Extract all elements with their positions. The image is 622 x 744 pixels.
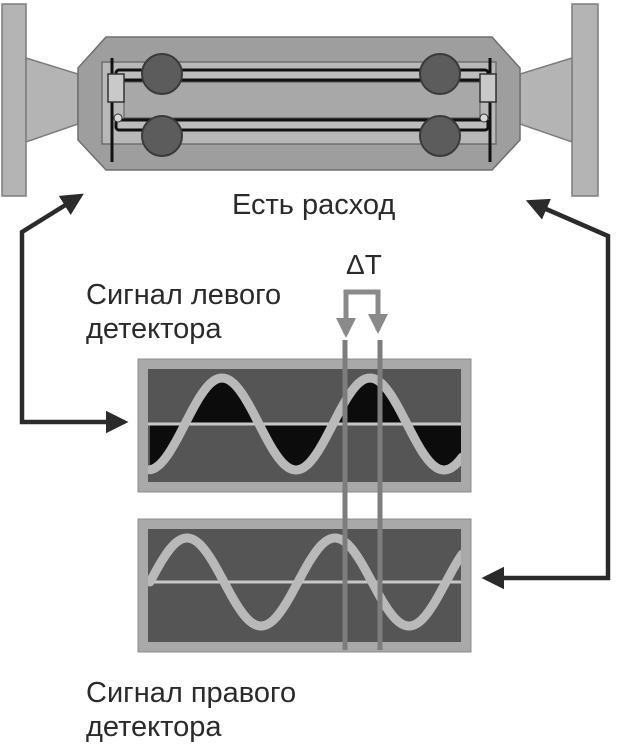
delta-t-label: ΔT <box>346 249 382 280</box>
right-detector-top <box>419 53 461 95</box>
right-signal-label-line2: детектора <box>86 711 222 743</box>
left-detector-bottom <box>141 115 183 157</box>
left-signal-panel <box>137 358 472 493</box>
delta-t-bracket <box>343 289 388 334</box>
left-detector-top <box>141 53 183 95</box>
flow-state-label: Есть расход <box>232 189 396 221</box>
left-connector-arrow <box>19 193 129 434</box>
left-signal-label: Сигнал левого детектора <box>86 278 281 346</box>
right-flange <box>519 3 599 197</box>
left-signal-wave <box>148 373 461 475</box>
left-signal-label-line2: детектора <box>86 313 222 345</box>
left-signal-label-line1: Сигнал левого <box>86 279 282 311</box>
right-signal-wave <box>148 533 461 631</box>
right-signal-label-line1: Сигнал правого <box>86 677 297 709</box>
right-signal-label: Сигнал правого детектора <box>86 676 296 744</box>
right-connector-arrow <box>481 198 611 590</box>
right-signal-panel <box>137 518 472 653</box>
left-flange <box>1 3 79 197</box>
right-detector-bottom <box>419 115 461 157</box>
